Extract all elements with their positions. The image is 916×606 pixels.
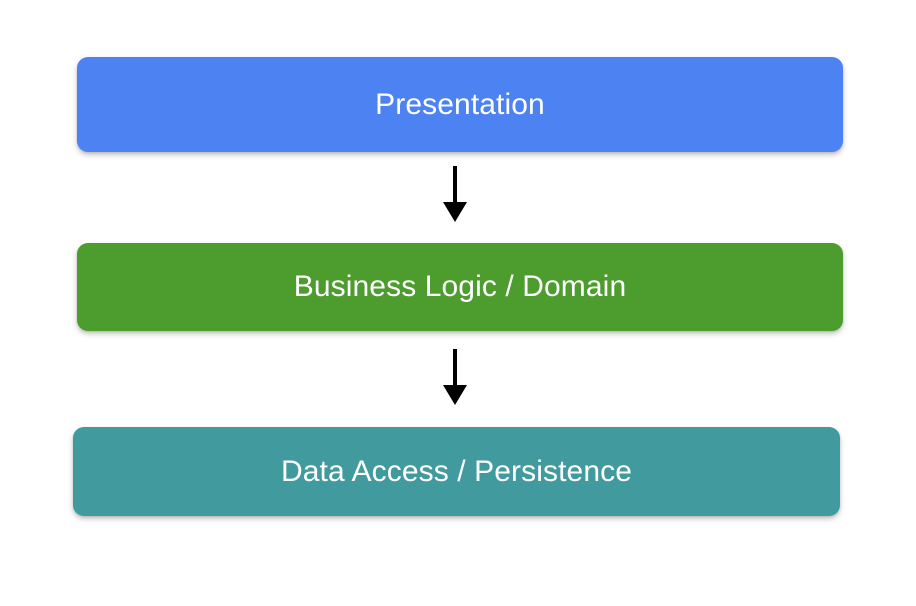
layer-box-data-access[interactable]: Data Access / Persistence [73,427,840,516]
layer-box-business-logic[interactable]: Business Logic / Domain [77,243,843,331]
layer-label-presentation: Presentation [375,87,545,121]
layer-label-data-access: Data Access / Persistence [281,454,632,488]
arrow-down-icon-presentation-to-business [443,166,467,222]
arrow-down-icon-business-to-data [443,349,467,405]
layer-label-business-logic: Business Logic / Domain [293,270,627,303]
layer-box-presentation[interactable]: Presentation [77,57,843,152]
